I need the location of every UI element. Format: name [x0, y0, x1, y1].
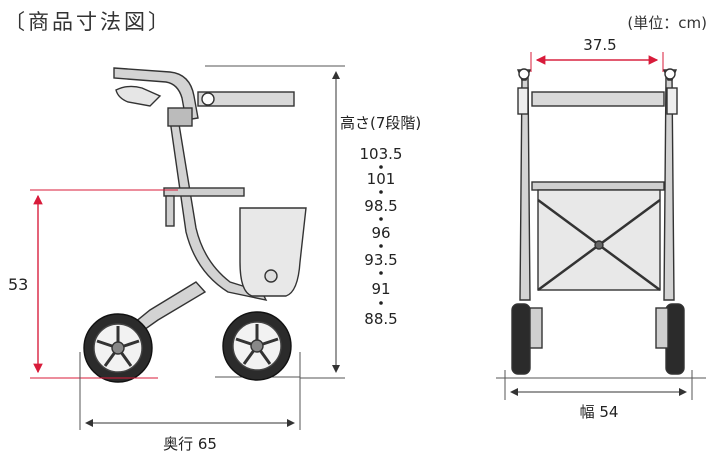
depth-dimension: 奥行 65 — [79, 352, 301, 453]
front-view-walker — [511, 68, 685, 375]
height-level: 88.5 — [364, 310, 397, 328]
height-levels-list: 103.5 101 98.5 96 93.5 91 88.5 — [360, 145, 403, 328]
height-level: 93.5 — [364, 251, 397, 269]
width-dimension: 幅 54 — [496, 370, 706, 421]
level-dot — [379, 217, 383, 221]
page-title: 〔商品寸法図〕 — [4, 10, 172, 34]
height-level: 91 — [371, 280, 390, 298]
width-label: 幅 54 — [580, 403, 619, 421]
height-level: 96 — [371, 224, 390, 242]
height-level: 103.5 — [360, 145, 403, 163]
seat-height-label: 53 — [8, 275, 28, 294]
handle-width-label: 37.5 — [583, 36, 616, 54]
depth-label: 奥行 65 — [163, 435, 217, 453]
level-dot — [379, 301, 383, 305]
handle-width-dimension: 37.5 — [530, 36, 664, 72]
unit-label: (単位：cm) — [627, 14, 707, 32]
height-level: 98.5 — [364, 197, 397, 215]
height-heading: 高さ(7段階) — [340, 114, 421, 132]
level-dot — [379, 271, 383, 275]
level-dot — [379, 190, 383, 194]
level-dot — [379, 165, 383, 169]
height-dimension: 高さ(7段階) — [205, 65, 421, 379]
seat-height-dimension: 53 — [8, 189, 178, 379]
height-level: 101 — [367, 170, 396, 188]
level-dot — [379, 244, 383, 248]
side-view-walker — [83, 67, 307, 383]
